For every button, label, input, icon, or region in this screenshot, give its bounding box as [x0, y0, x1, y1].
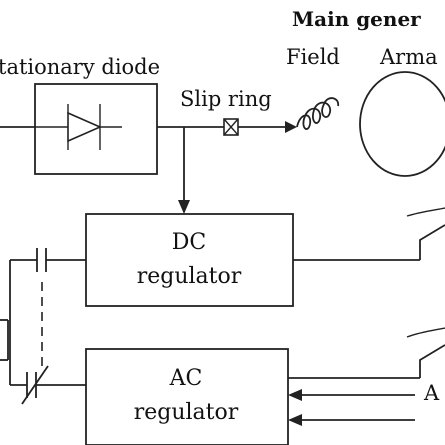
field-coil-icon [296, 97, 340, 130]
changeover-switch [9, 248, 86, 405]
slip-ring-label: Slip ring [180, 87, 272, 111]
dc-regulator-block: DC regulator [85, 213, 294, 307]
armature-label: Arma [379, 45, 438, 69]
ac-input-arrow-2-icon [288, 414, 302, 426]
field-label: Field [286, 45, 340, 69]
ac-input-arrow-1-icon [288, 389, 302, 401]
bottom-right-label: A [423, 381, 440, 405]
stationary-diode-block [0, 83, 158, 175]
armature-icon [359, 71, 445, 177]
ac-regulator-box [85, 348, 289, 445]
dc-switch-icon [419, 224, 445, 260]
dc-regulator-label-line1: DC [172, 230, 206, 255]
field-feed-arrow-icon [285, 121, 297, 133]
ac-regulator-label-line2: regulator [134, 400, 239, 425]
slip-ring-icon [223, 118, 239, 136]
ac-switch-icon [419, 344, 445, 378]
dc-regulator-label-line2: regulator [137, 264, 242, 289]
ac-regulator-block: AC regulator [85, 348, 289, 445]
dc-sense-wire [406, 207, 445, 217]
stationary-diode-label: tationary diode [0, 55, 160, 79]
ac-regulator-label-line1: AC [169, 366, 203, 391]
ac-sense-wire [406, 327, 445, 338]
diode-icon [35, 104, 122, 150]
main-generator-label: Main gener [292, 7, 421, 31]
dc-regulator-box [85, 213, 294, 307]
dc-feed-arrow-icon [178, 200, 190, 214]
